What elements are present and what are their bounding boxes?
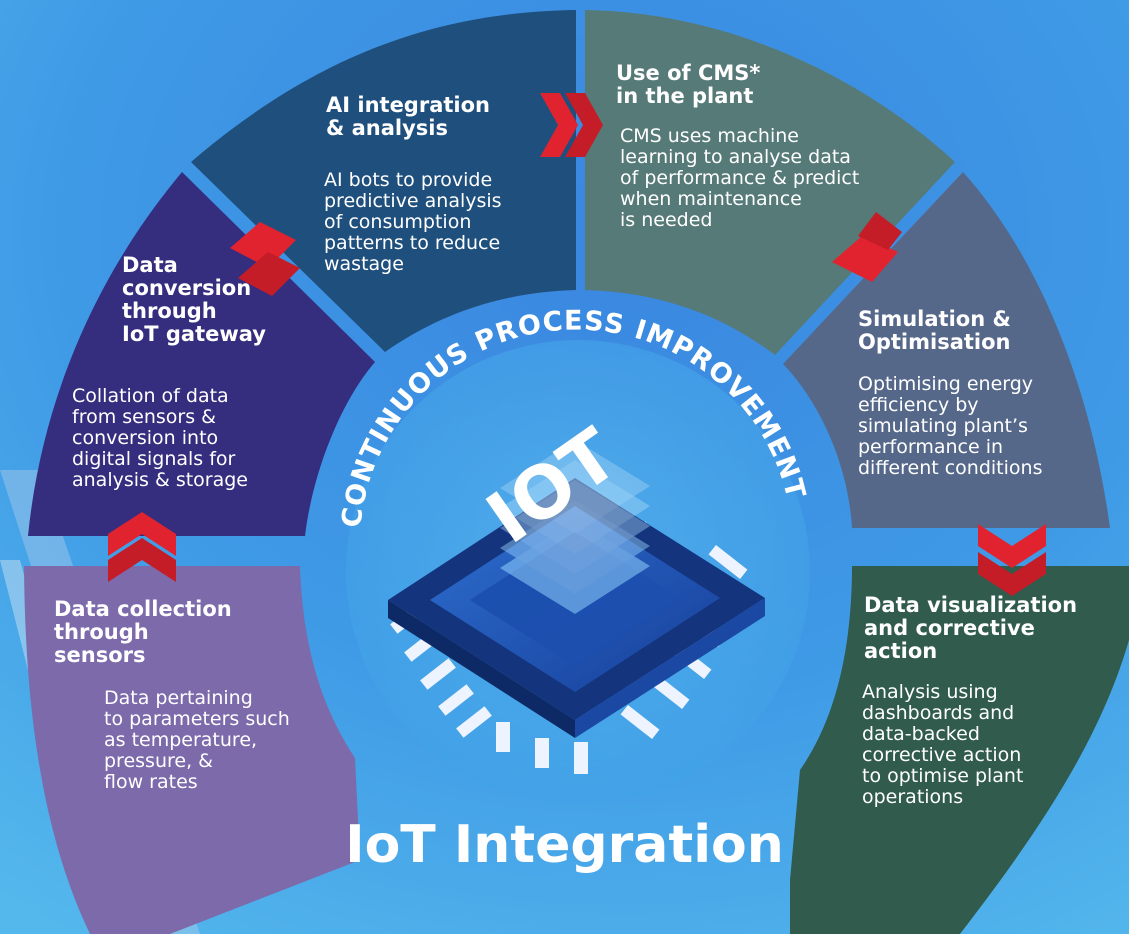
body-line: pressure, &: [104, 750, 213, 772]
body-line: analysis & storage: [72, 469, 249, 491]
cms-title: Use of CMS* in the plant: [616, 62, 760, 108]
chevron-left-icon: [230, 222, 300, 296]
conversion-body: Collation of data from sensors & convers…: [72, 386, 248, 491]
body-line: digital signals for: [72, 448, 236, 470]
body-line: AI bots to provide: [324, 169, 493, 191]
visualization-body: Analysis using dashboards and data-backe…: [862, 682, 1023, 808]
title-line: in the plant: [616, 84, 754, 108]
body-line: dashboards and: [862, 702, 1015, 724]
segment-cms: [585, 10, 955, 355]
body-line: efficiency by: [858, 394, 979, 416]
body-line: flow rates: [104, 771, 198, 793]
body-line: learning to analyse data: [620, 146, 851, 168]
title-line: through: [122, 299, 217, 323]
title-line: Simulation &: [858, 307, 1011, 331]
title-line: Optimisation: [858, 330, 1011, 354]
body-line: wastage: [324, 253, 404, 275]
title-line: IoT gateway: [122, 322, 266, 346]
simulation-title: Simulation & Optimisation: [858, 308, 1011, 354]
title-line: sensors: [54, 643, 146, 667]
body-line: as temperature,: [104, 729, 258, 751]
title-line: AI integration: [326, 93, 490, 117]
body-line: of consumption: [324, 211, 472, 233]
body-line: predictive analysis: [324, 190, 502, 212]
conversion-title: Data conversion through IoT gateway: [122, 254, 266, 346]
title-line: Data collection: [54, 597, 232, 621]
visualization-title: Data visualization and corrective action: [864, 594, 1077, 663]
title-line: Data: [122, 253, 178, 277]
segment-visualization: [790, 566, 1129, 934]
title-line: Data visualization: [864, 593, 1078, 617]
body-line: to optimise plant: [862, 765, 1024, 787]
title-line: & analysis: [326, 116, 449, 140]
chevron-down-icon: [832, 212, 902, 282]
cms-body: CMS uses machine learning to analyse dat…: [620, 126, 859, 231]
simulation-body: Optimising energy efficiency by simulati…: [858, 374, 1042, 479]
body-line: corrective action: [862, 744, 1022, 766]
segment-ai-integration: [191, 10, 576, 352]
segment-simulation: [783, 172, 1110, 528]
body-line: Collation of data: [72, 385, 229, 407]
body-line: different conditions: [858, 457, 1043, 479]
body-line: is needed: [620, 209, 713, 231]
body-line: from sensors &: [72, 406, 216, 428]
body-line: to parameters such: [104, 708, 290, 730]
collection-title: Data collection through sensors: [54, 598, 232, 667]
segment-collection: [24, 566, 360, 934]
body-line: of performance & predict: [620, 167, 860, 189]
segment-conversion: [28, 172, 375, 536]
body-line: Analysis using: [862, 681, 998, 703]
body-line: operations: [862, 786, 964, 808]
iot-chip-illustration: [388, 440, 765, 774]
body-line: patterns to reduce: [324, 232, 501, 254]
chevron-up-icon: [108, 512, 176, 582]
chevron-down-icon: [978, 524, 1046, 596]
diagram-title: IoT Integration: [345, 815, 784, 875]
title-line: conversion: [122, 276, 252, 300]
title-line: action: [864, 639, 938, 663]
title-line: and corrective: [864, 616, 1035, 640]
body-line: conversion into: [72, 427, 219, 449]
body-line: performance in: [858, 436, 1004, 458]
title-line: through: [54, 620, 149, 644]
body-line: simulating plant’s: [858, 415, 1028, 437]
body-line: CMS uses machine: [620, 125, 799, 147]
ai-integration-body: AI bots to provide predictive analysis o…: [324, 170, 502, 275]
title-line: Use of CMS*: [616, 61, 761, 85]
ai-integration-title: AI integration & analysis: [326, 94, 490, 140]
body-line: Optimising energy: [858, 373, 1034, 395]
collection-body: Data pertaining to parameters such as te…: [104, 688, 290, 793]
chevron-right-icon: [540, 93, 603, 157]
body-line: Data pertaining: [104, 687, 253, 709]
body-line: data-backed: [862, 723, 980, 745]
body-line: when maintenance: [620, 188, 802, 210]
